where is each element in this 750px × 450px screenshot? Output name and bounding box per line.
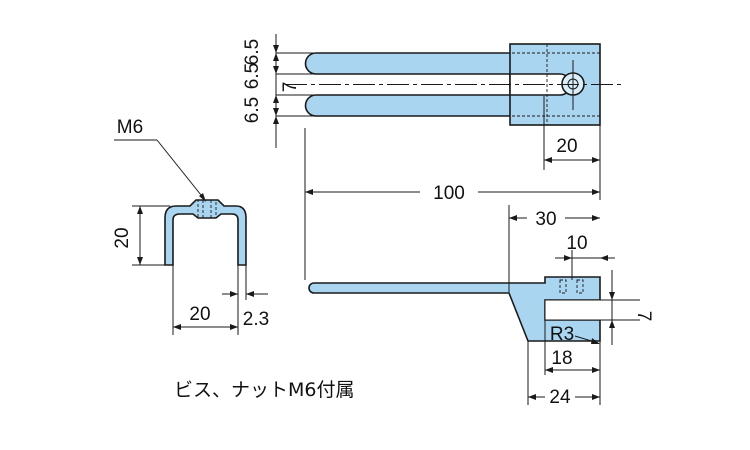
side-arm bbox=[308, 276, 601, 342]
dim-total-length: 100 bbox=[433, 183, 465, 204]
dim-pitch-b: 6.5 bbox=[242, 63, 263, 89]
screw-label: M6 bbox=[117, 117, 143, 138]
dim-base-width: 24 bbox=[549, 387, 571, 408]
dim-slot-width: 7 bbox=[280, 82, 301, 93]
dim-lower-width: 18 bbox=[551, 348, 572, 369]
dim-section-thickness: 2.3 bbox=[243, 309, 269, 330]
top-view: 6.5 6.5 7 6.5 20 100 bbox=[242, 34, 622, 280]
dim-slot-offset: 10 bbox=[566, 233, 587, 254]
dim-head-length: 30 bbox=[535, 209, 556, 230]
channel-profile bbox=[164, 199, 247, 266]
dim-radius: R3 bbox=[550, 324, 574, 345]
lower-fork-tine bbox=[304, 94, 513, 117]
side-view: 30 10 7 R3 18 24 bbox=[308, 205, 654, 408]
accessory-note: ビス、ナットM6付属 bbox=[174, 379, 354, 401]
dim-pitch-a: 6.5 bbox=[242, 39, 263, 65]
dim-slot-gap: 7 bbox=[633, 311, 654, 322]
dim-section-height: 20 bbox=[112, 227, 133, 248]
upper-fork-tine bbox=[304, 52, 513, 75]
section-view: M6 20 20 2.3 bbox=[112, 117, 269, 335]
dim-block-width: 20 bbox=[556, 136, 577, 157]
dim-section-width: 20 bbox=[189, 304, 210, 325]
dim-pitch-c: 6.5 bbox=[242, 97, 263, 123]
